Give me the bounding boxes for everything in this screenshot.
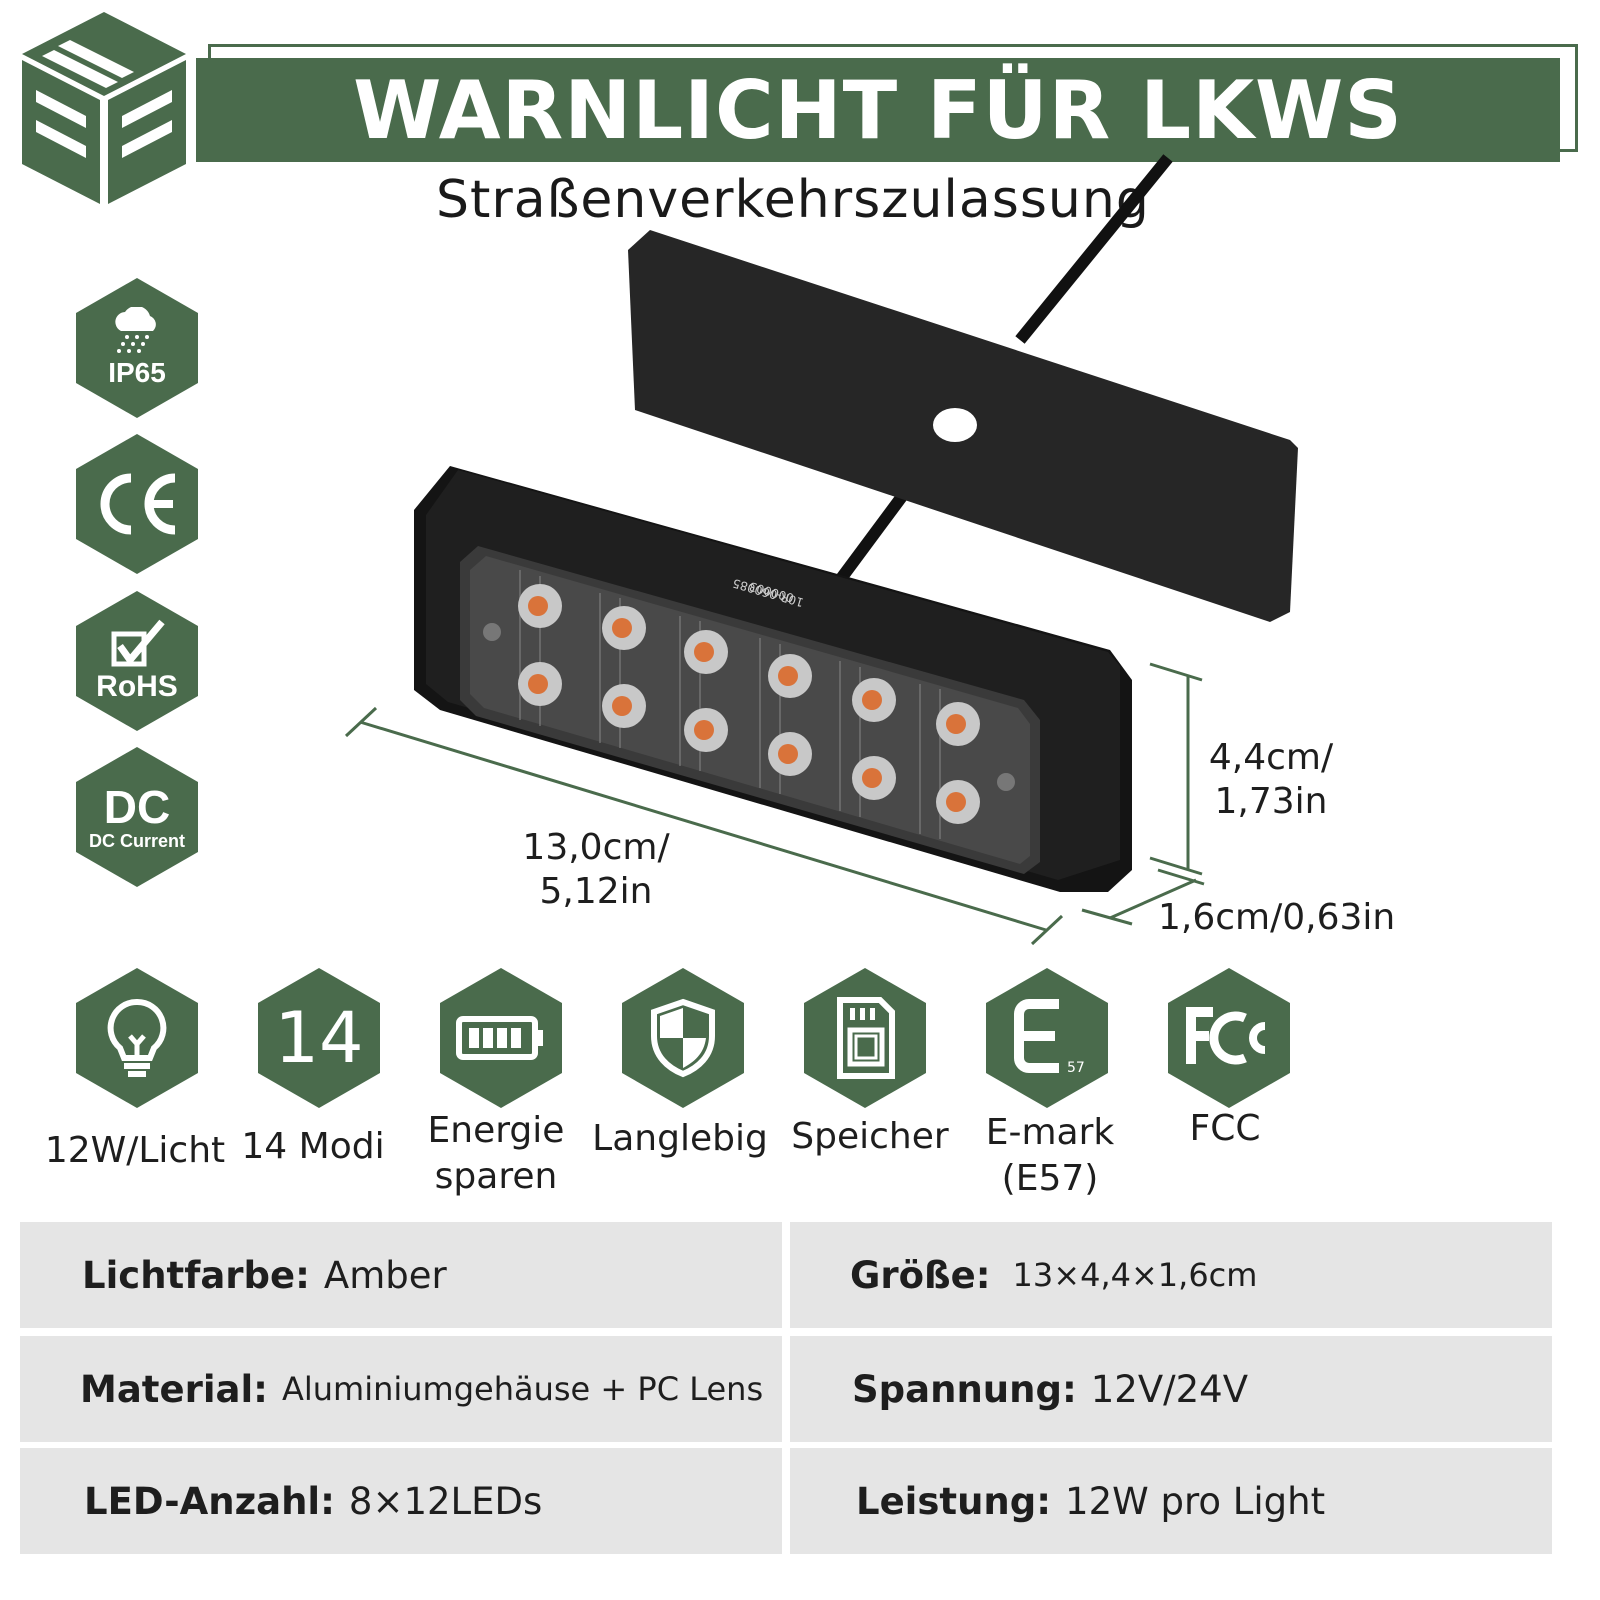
height-dimension: 4,4cm/ 1,73in (1196, 736, 1346, 824)
spec-key-voltage: Spannung: (852, 1367, 1077, 1411)
plate-hole (933, 408, 977, 442)
spec-key-led-count: LED-Anzahl: (84, 1479, 335, 1523)
feature-label-memory: Speicher (791, 1116, 949, 1157)
spec-row-light-color: Lichtfarbe: Amber (20, 1222, 782, 1328)
spec-row-voltage: Spannung: 12V/24V (790, 1336, 1552, 1442)
feature-label-energy-line1: Energie (427, 1110, 565, 1151)
length-dimension: 13,0cm/ 5,12in (506, 826, 686, 914)
spec-value-material: Aluminiumgehäuse + PC Lens (281, 1370, 764, 1408)
bulb-icon (107, 998, 167, 1077)
title-banner: WARNLICHT FÜR LKWS (196, 58, 1560, 162)
height-dimension-line1: 4,4cm/ (1208, 737, 1334, 778)
checkbox-icon (111, 619, 165, 667)
spec-value-led-count: 8×12LEDs (348, 1479, 543, 1523)
spec-value-power: 12W pro Light (1065, 1479, 1326, 1523)
feature-label-durable: Langlebig (592, 1118, 768, 1159)
power-feature-badge (76, 968, 198, 1108)
fcc-feature-badge (1168, 968, 1290, 1108)
memory-feature-badge (804, 968, 926, 1108)
spec-row-power: Leistung: 12W pro Light (790, 1448, 1552, 1554)
cable (1015, 154, 1173, 344)
dc-badge: DC DC Current (76, 747, 198, 887)
ce-mark-icon (100, 473, 176, 535)
ip65-label: IP65 (108, 357, 166, 388)
height-dimension-line2: 1,73in (1214, 781, 1328, 822)
feature-label-power: 12W/Licht (44, 1130, 226, 1171)
spec-key-power: Leistung: (856, 1479, 1052, 1523)
spec-key-light-color: Lichtfarbe: (82, 1253, 310, 1297)
ce-badge (76, 434, 198, 574)
battery-icon (456, 1016, 543, 1060)
length-dimension-line1: 13,0cm/ (522, 827, 670, 868)
feature-label-emark-line1: E-mark (985, 1112, 1115, 1153)
spec-value-light-color: Amber (323, 1253, 447, 1297)
feature-label-emark: E-mark (E57) (960, 1110, 1140, 1202)
spec-row-size: Größe: 13×4,4×1,6cm (790, 1222, 1552, 1328)
emark-number: 57 (1067, 1060, 1085, 1076)
memory-card-icon (837, 997, 895, 1079)
rohs-badge: RoHS (76, 591, 198, 731)
modes-feature-badge: 14 (258, 968, 380, 1108)
ip65-badge: IP65 (76, 278, 198, 418)
led-array (518, 584, 980, 824)
spec-row-led-count: LED-Anzahl: 8×12LEDs (20, 1448, 782, 1554)
spec-key-size: Größe: (850, 1253, 991, 1297)
fourteen-icon: 14 (274, 997, 364, 1079)
spec-key-material: Material: (80, 1367, 268, 1411)
feature-label-emark-line2: (E57) (1001, 1158, 1099, 1199)
shield-icon (651, 998, 715, 1078)
rain-cloud-icon (115, 307, 156, 353)
rohs-label: RoHS (96, 670, 178, 703)
spec-value-size: 13×4,4×1,6cm (1012, 1256, 1258, 1294)
depth-dimension: 1,6cm/0,63in (1158, 897, 1396, 938)
dc-sublabel: DC Current (88, 830, 185, 851)
feature-label-energy-line2: sparen (434, 1156, 558, 1197)
durable-feature-badge (622, 968, 744, 1108)
spec-value-voltage: 12V/24V (1090, 1367, 1248, 1411)
emark-icon: 57 (1014, 999, 1085, 1076)
spec-row-material: Material: Aluminiumgehäuse + PC Lens (20, 1336, 782, 1442)
brand-logo (14, 8, 194, 208)
fcc-icon (1186, 1007, 1266, 1065)
feature-label-fcc: FCC (1189, 1108, 1261, 1149)
emark-feature-badge: 57 (986, 968, 1108, 1108)
dimension-lines (344, 662, 1205, 946)
page-title: WARNLICHT FÜR LKWS (353, 63, 1403, 157)
dc-label: DC (103, 780, 171, 833)
product-illustration: 000003 10R-060085 (344, 154, 1298, 946)
energy-feature-badge (440, 968, 562, 1108)
length-dimension-line2: 5,12in (539, 871, 653, 912)
page-subtitle: Straßenverkehrszulassung (436, 170, 1150, 230)
feature-label-modes: 14 Modi (241, 1126, 385, 1167)
feature-label-energy: Energie sparen (406, 1108, 586, 1200)
